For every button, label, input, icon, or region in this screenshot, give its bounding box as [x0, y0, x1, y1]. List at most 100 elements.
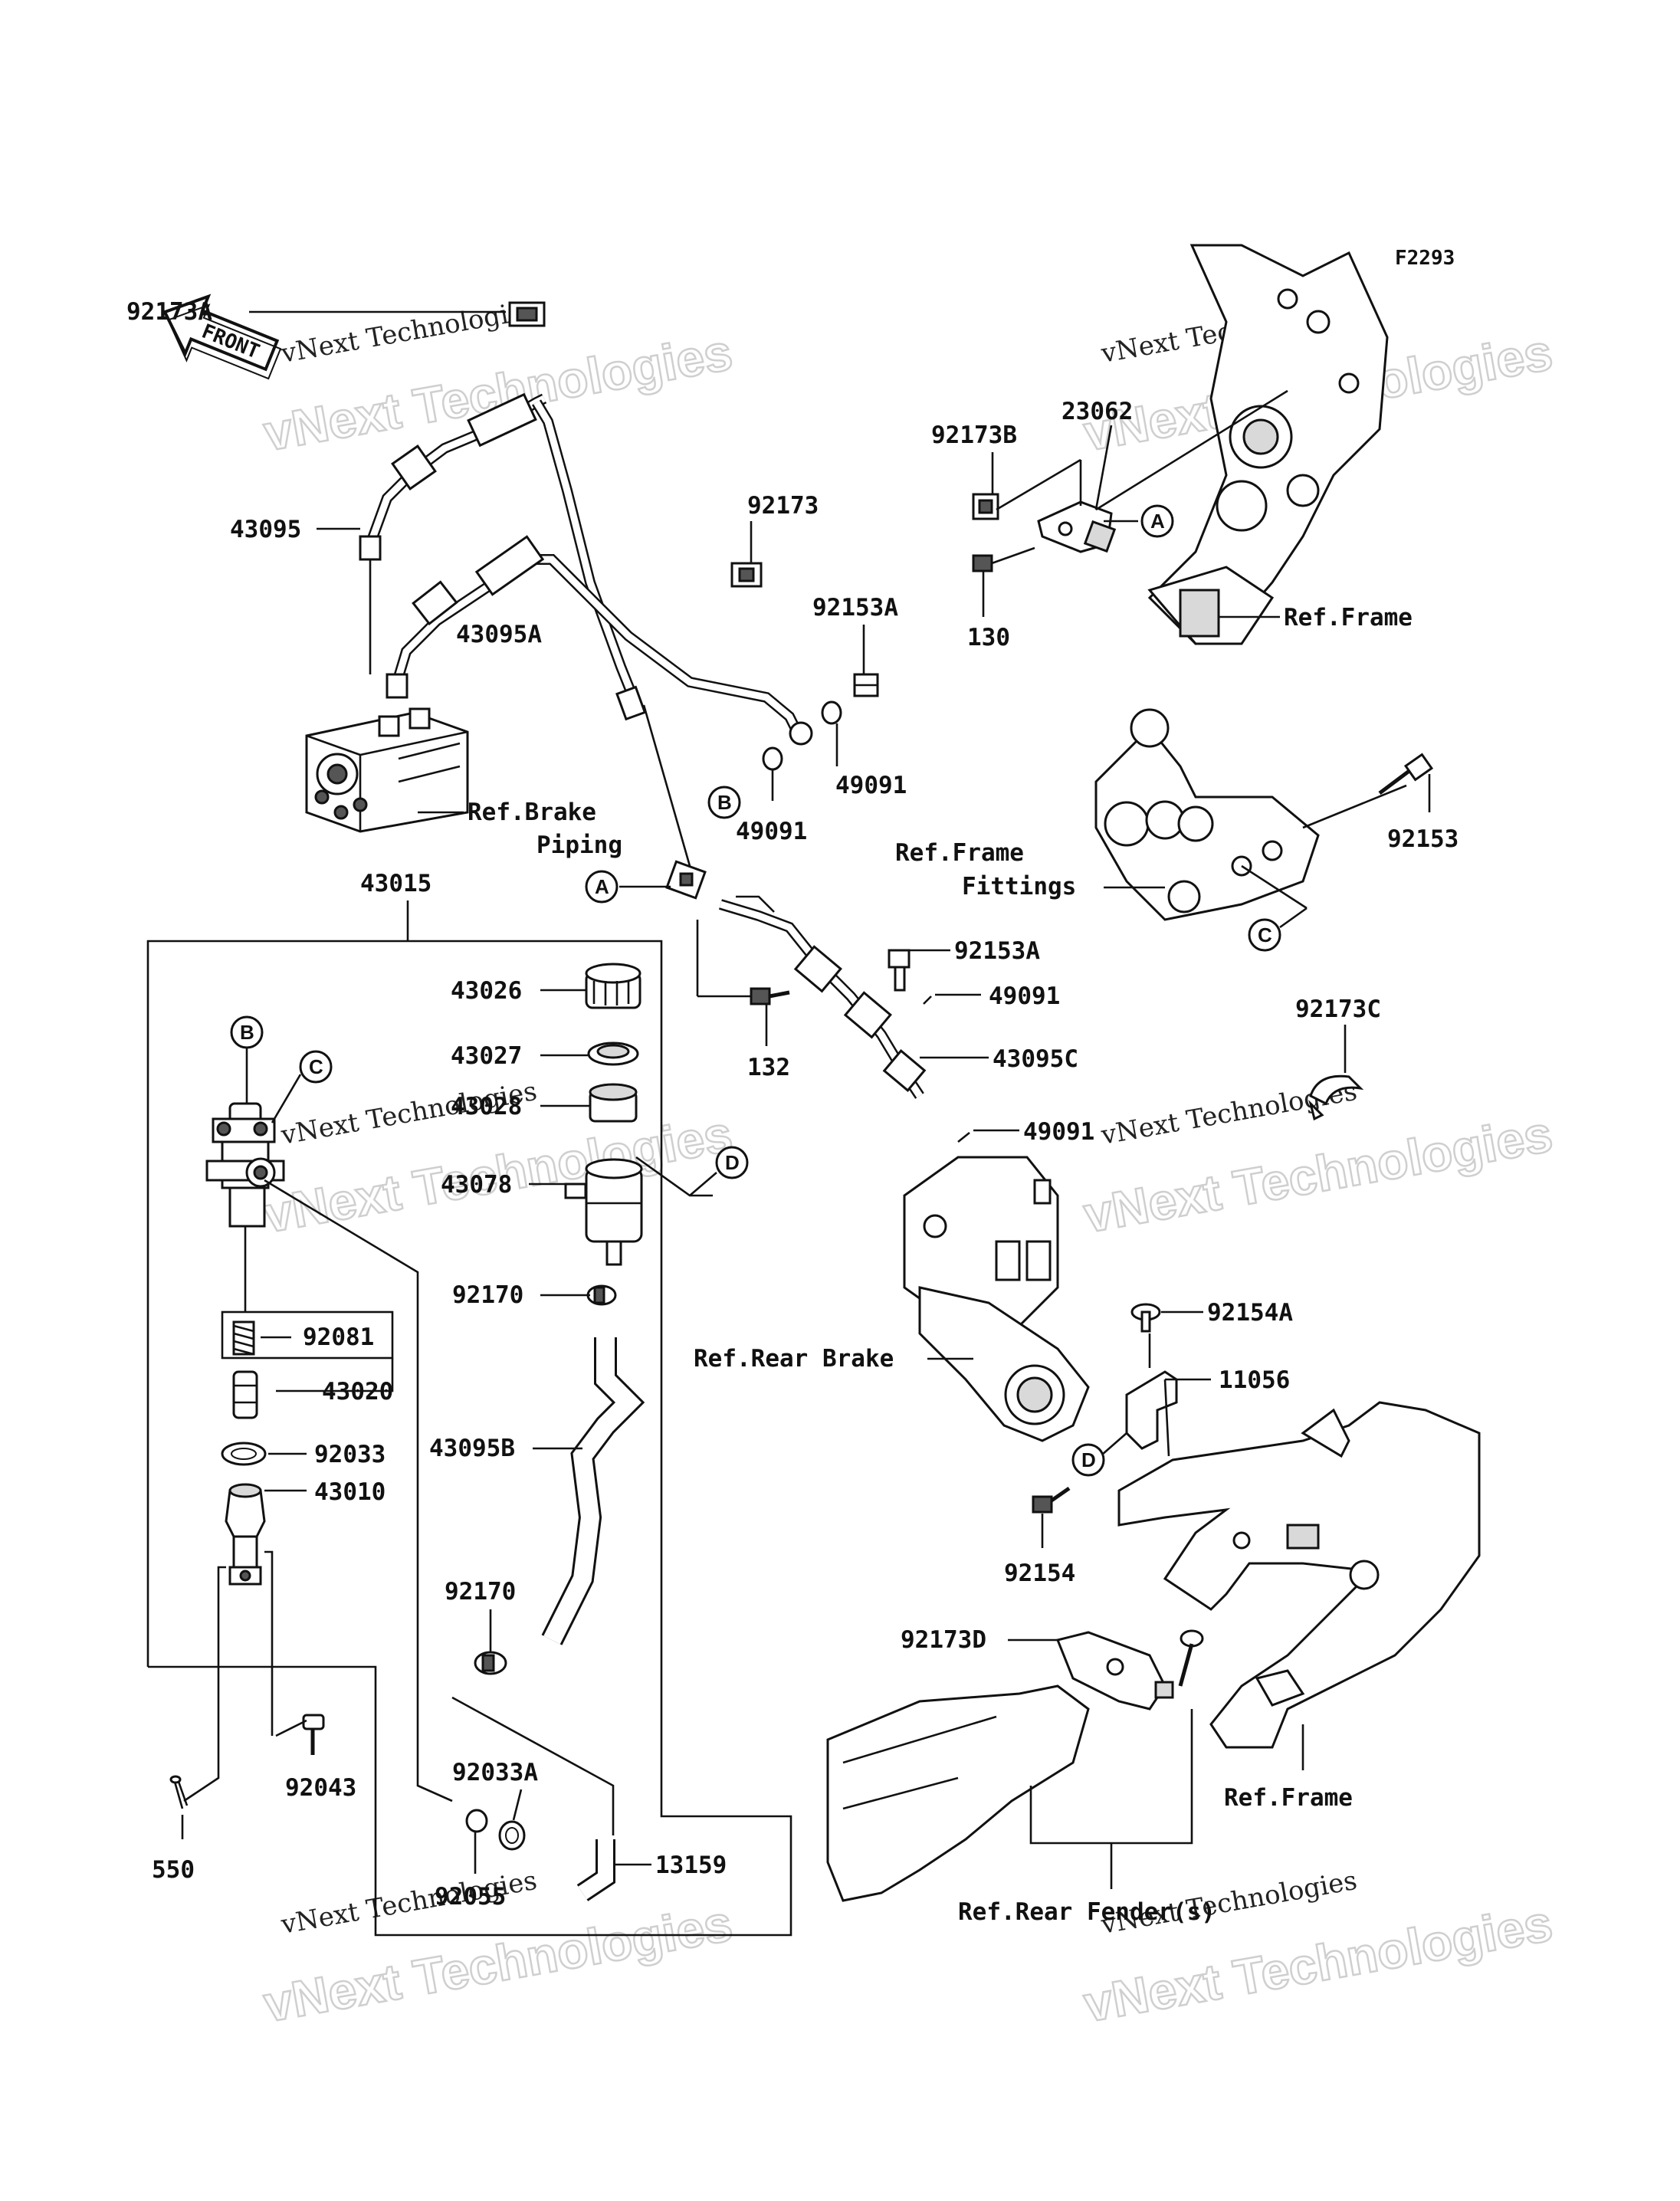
bolt-92173D	[1178, 1629, 1204, 1687]
frame-fittings	[1094, 708, 1320, 921]
callout-circle	[585, 870, 619, 904]
callout-circle	[1071, 1443, 1105, 1477]
ref-frame-bottom-label: Ref.Frame	[1224, 1784, 1353, 1812]
clip-92173	[730, 562, 763, 588]
callout-letter: C	[309, 1055, 323, 1078]
callout-letter: A	[1150, 510, 1165, 533]
bolt-92154	[1032, 1486, 1071, 1514]
frame-bottom-right	[1117, 1401, 1481, 1749]
part-label: 92033A	[452, 1759, 538, 1786]
part-label: 92173D	[901, 1626, 986, 1654]
assembly-bracket	[146, 940, 792, 1937]
ref-brake-piping-label-2: Piping	[536, 832, 622, 859]
cotter-pin-550	[169, 1775, 189, 1809]
clip-92173A	[508, 301, 546, 327]
part-label: 92173B	[931, 422, 1017, 449]
bolt-132	[750, 987, 790, 1005]
circlip-92033A	[498, 1820, 526, 1851]
ref-frame-top-label: Ref.Frame	[1284, 604, 1413, 631]
part-label: 43020	[322, 1378, 393, 1406]
banjo-bolt-92153A	[888, 949, 911, 992]
clamp-A	[665, 860, 707, 900]
callout-letter: A	[595, 875, 609, 898]
part-label: 49091	[736, 818, 807, 845]
part-label: 49091	[1023, 1118, 1094, 1146]
part-label: 92173	[747, 492, 819, 520]
subassembly-bracket	[221, 1310, 394, 1360]
brake-hose-43095A	[386, 535, 813, 746]
part-label: 92170	[445, 1578, 516, 1606]
part-label: 92170	[452, 1281, 523, 1309]
o-ring-92055	[465, 1809, 488, 1833]
callout-letter: D	[1081, 1448, 1096, 1471]
part-label: 43078	[441, 1171, 512, 1199]
bolt-130	[972, 546, 1035, 572]
circlip-92033	[221, 1442, 267, 1466]
bracket-92173D	[1055, 1631, 1174, 1711]
part-label: 11056	[1219, 1366, 1290, 1394]
part-label: 43095	[230, 516, 301, 543]
part-label: 43010	[314, 1478, 386, 1506]
bracket-23062	[1037, 500, 1117, 553]
watermark-text: vNext Technologies	[278, 294, 540, 369]
part-label: 92154	[1004, 1560, 1075, 1587]
callout-circle	[1140, 504, 1174, 538]
callout-letter: B	[240, 1021, 254, 1044]
part-label: 43095C	[993, 1045, 1078, 1073]
diaphragm-43028	[589, 1083, 638, 1123]
rear-brake-hose-43095C	[718, 895, 927, 1099]
banjo-bolt-92153A	[853, 673, 879, 697]
elbow-13159	[576, 1839, 615, 1901]
ref-brake-piping-label-1: Ref.Brake	[468, 799, 596, 826]
washer-49091	[821, 700, 842, 725]
callout-circle	[707, 786, 741, 819]
washer-49091	[762, 746, 783, 771]
hose-clamp-92170	[474, 1651, 507, 1675]
push-rod-43010	[225, 1483, 266, 1586]
ref-rear-brake-label: Ref.Rear Brake	[694, 1345, 894, 1373]
part-label: 92081	[303, 1324, 374, 1351]
abs-unit	[305, 707, 469, 833]
callout-circle	[1248, 918, 1281, 952]
part-label: 92033	[314, 1441, 386, 1468]
frame-top-right	[1147, 244, 1389, 645]
part-label: 92173C	[1295, 996, 1381, 1023]
piston-43020	[232, 1370, 258, 1419]
hose-clamp-92170	[586, 1284, 617, 1306]
callout-letter: D	[725, 1151, 740, 1174]
bracket-11056	[1125, 1370, 1178, 1450]
part-label: 23062	[1061, 398, 1133, 425]
part-label: 43028	[451, 1093, 522, 1120]
ref-rear-fender-label: Ref.Rear Fender(s)	[958, 1898, 1216, 1926]
ref-frame-fittings-label-2: Fittings	[962, 873, 1076, 900]
part-label: 13159	[655, 1852, 727, 1879]
part-label: 49091	[989, 982, 1060, 1010]
callout-circle	[715, 1146, 749, 1179]
part-label: 43095B	[429, 1435, 515, 1462]
rear-fender	[826, 1684, 1090, 1902]
spring-92081	[232, 1320, 255, 1356]
part-label: 43026	[451, 977, 522, 1005]
callout-letter: B	[717, 791, 732, 814]
diaphragm-plate-43027	[587, 1041, 639, 1066]
figure-code: F2293	[1395, 247, 1455, 270]
bolt-92153	[1378, 753, 1434, 795]
part-label: 92153A	[954, 937, 1040, 965]
reservoir-hose-43095B	[541, 1337, 645, 1645]
callout-circle	[299, 1050, 333, 1084]
rear-caliper	[903, 1156, 1090, 1442]
clip-92173B	[972, 493, 999, 520]
reservoir-43078	[564, 1158, 643, 1266]
part-label: 49091	[835, 772, 907, 799]
part-label: 92173A	[126, 298, 212, 326]
part-label: 130	[967, 624, 1010, 651]
part-label: 43027	[451, 1042, 522, 1070]
clip-92173C	[1308, 1074, 1364, 1121]
part-label: 92153	[1387, 825, 1459, 853]
part-label: 43095A	[456, 621, 542, 648]
part-label: 43015	[360, 870, 431, 897]
part-label: 92153A	[812, 594, 898, 622]
part-label: 132	[747, 1054, 790, 1081]
